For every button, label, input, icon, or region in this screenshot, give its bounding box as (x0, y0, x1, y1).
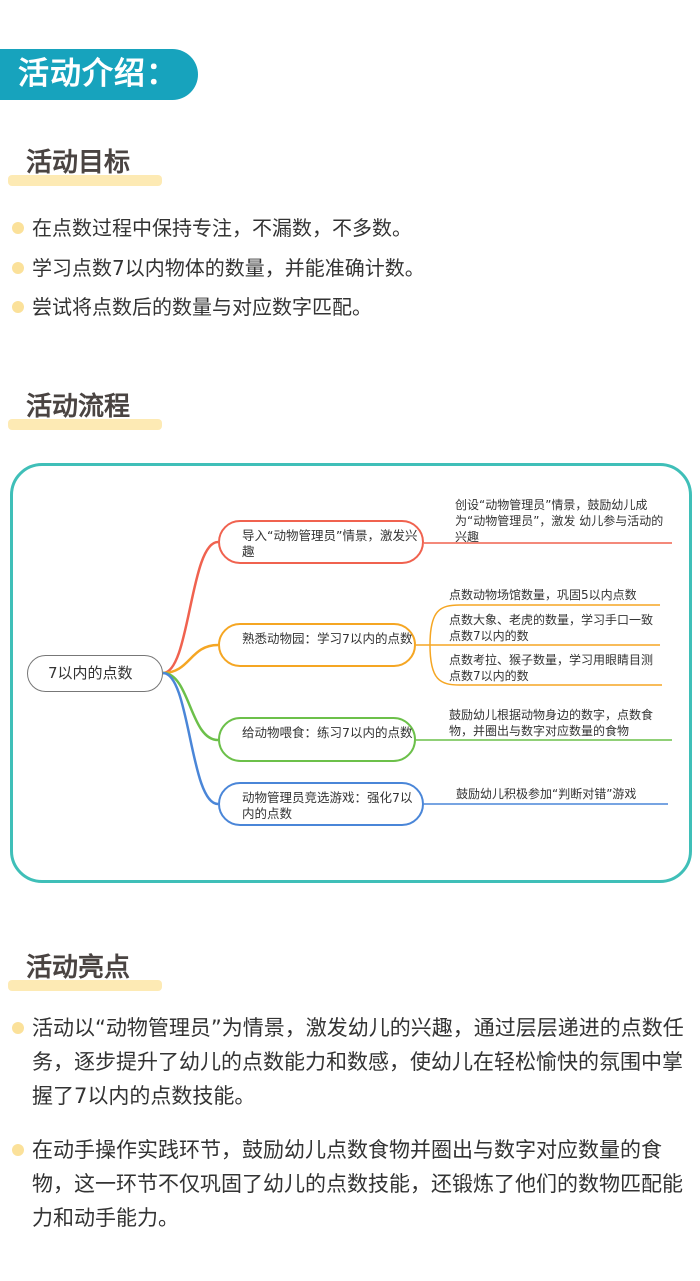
leaf-node: 点数考拉、猴子数量，学习用眼睛目测点数7以内的数 (449, 653, 654, 683)
flow-heading: 活动流程 (8, 390, 162, 430)
bullet-icon (12, 262, 24, 274)
branch-node: 熟悉动物园：学习7以内的点数 (218, 623, 416, 667)
bullet-icon (12, 1022, 24, 1034)
leaf-node: 鼓励幼儿根据动物身边的数字，点数食物，并圈出与数字对应数量的食物 (449, 708, 654, 738)
goal-item: 在点数过程中保持专注，不漏数，不多数。 (12, 211, 412, 245)
mind-map-connectors (162, 540, 672, 806)
goal-item: 尝试将点数后的数量与对应数字匹配。 (12, 290, 372, 324)
leaf-node: 点数大象、老虎的数量，学习手口一致点数7以内的数 (449, 613, 654, 643)
branch-node: 给动物喂食：练习7以内的点数 (218, 717, 416, 762)
highlight-item: 在动手操作实践环节，鼓励幼儿点数食物并圈出与数字对应数量的食物，这一环节不仅巩固… (12, 1133, 696, 1235)
branch-node: 动物管理员竞选游戏：强化7以内的点数 (218, 782, 424, 826)
branch-node: 导入“动物管理员”情景，激发兴趣 (218, 520, 424, 564)
leaf-node: 鼓励幼儿积极参加“判断对错”游戏 (456, 787, 637, 801)
leaf-node: 创设“动物管理员”情景，鼓励幼儿成为“动物管理员”，激发 幼儿参与活动的兴趣 (455, 498, 664, 544)
goal-item: 学习点数7以内物体的数量，并能准确计数。 (12, 251, 425, 285)
bullet-icon (12, 1144, 24, 1156)
highlights-heading: 活动亮点 (8, 951, 162, 991)
mind-map (10, 463, 692, 883)
bullet-icon (12, 301, 24, 313)
highlight-item: 活动以“动物管理员”为情景，激发幼儿的兴趣，通过层层递进的点数任务，逐步提升了幼… (12, 1011, 696, 1113)
bullet-icon (12, 222, 24, 234)
goals-heading: 活动目标 (8, 146, 162, 186)
mind-map-root: 7以内的点数 (27, 655, 163, 692)
leaf-node: 点数动物场馆数量，巩固5以内点数 (449, 588, 637, 602)
page-title: 活动介绍： (0, 49, 198, 100)
